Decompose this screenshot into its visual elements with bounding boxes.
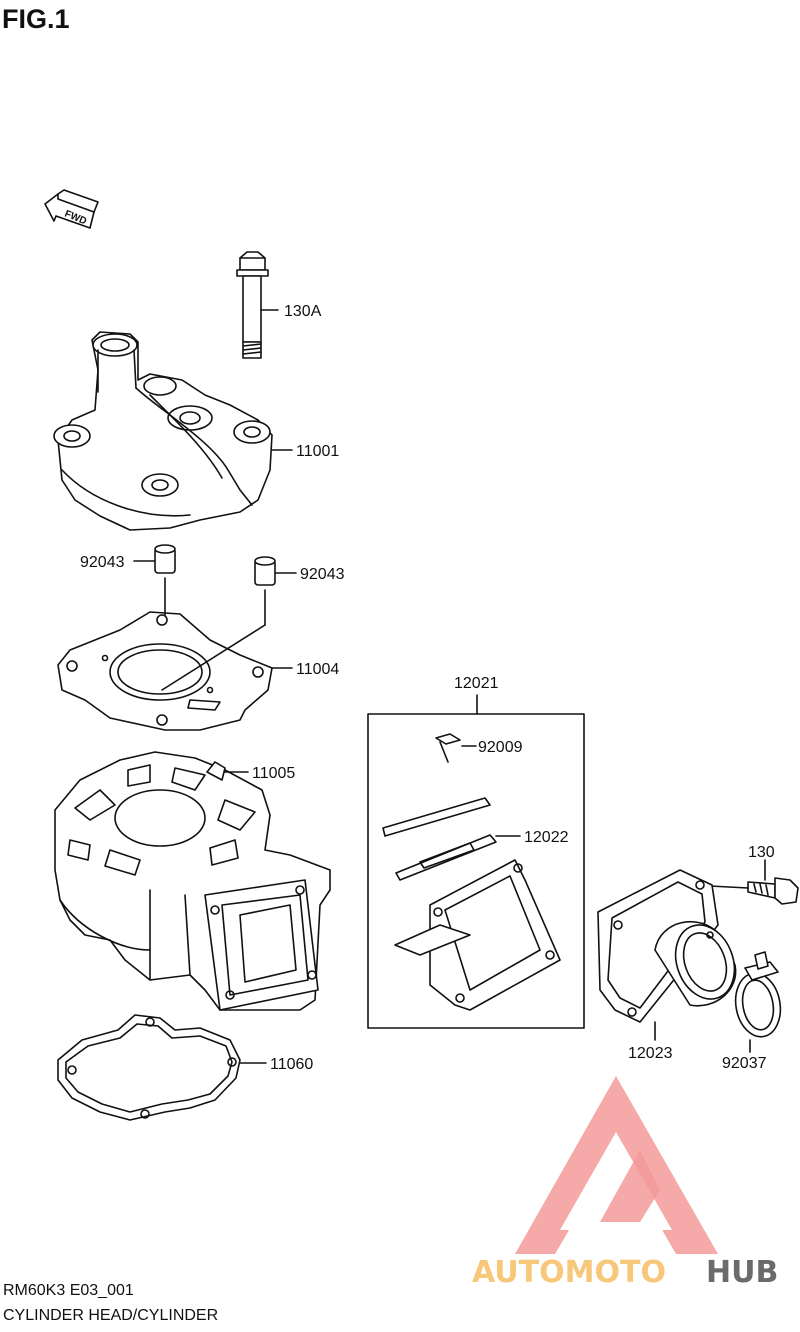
figure-title: FIG.1 (2, 4, 70, 34)
cylinder-body (54, 751, 331, 1011)
part-label-12021: 12021 (454, 675, 499, 692)
part-label-130: 130 (748, 844, 775, 861)
hose-clamp (734, 951, 782, 1053)
part-label-12022: 12022 (524, 829, 569, 846)
part-label-92043-right: 92043 (300, 566, 345, 583)
part-label-92043-left: 92043 (80, 554, 125, 571)
cylinder-head (53, 331, 293, 531)
part-label-11001: 11001 (296, 443, 339, 460)
part-label-11005: 11005 (252, 765, 295, 782)
head-bolt (236, 251, 279, 359)
part-label-92037: 92037 (722, 1055, 767, 1072)
diagram-caption: CYLINDER HEAD/CYLINDER (3, 1307, 219, 1324)
dowel-pin-left (133, 544, 176, 574)
part-label-130a: 130A (284, 303, 322, 320)
intake-pipe (597, 869, 737, 1041)
watermark-logo: AUTOMOTO HUB (472, 1076, 778, 1290)
part-label-92009: 92009 (478, 739, 523, 756)
dowel-pin-right (254, 556, 297, 586)
diagram-code: RM60K3 E03_001 (3, 1282, 134, 1299)
watermark-text-2: HUB (706, 1255, 778, 1290)
part-label-11004: 11004 (296, 661, 339, 678)
fwd-arrow-icon: FWD (44, 189, 99, 229)
intake-bolt (709, 859, 799, 905)
base-gasket (57, 1014, 267, 1121)
head-gasket (57, 577, 293, 731)
part-label-12023: 12023 (628, 1045, 673, 1062)
part-label-11060: 11060 (270, 1056, 313, 1073)
watermark-text-1: AUTOMOTO (472, 1255, 666, 1290)
reed-valve-assy (367, 694, 585, 1029)
